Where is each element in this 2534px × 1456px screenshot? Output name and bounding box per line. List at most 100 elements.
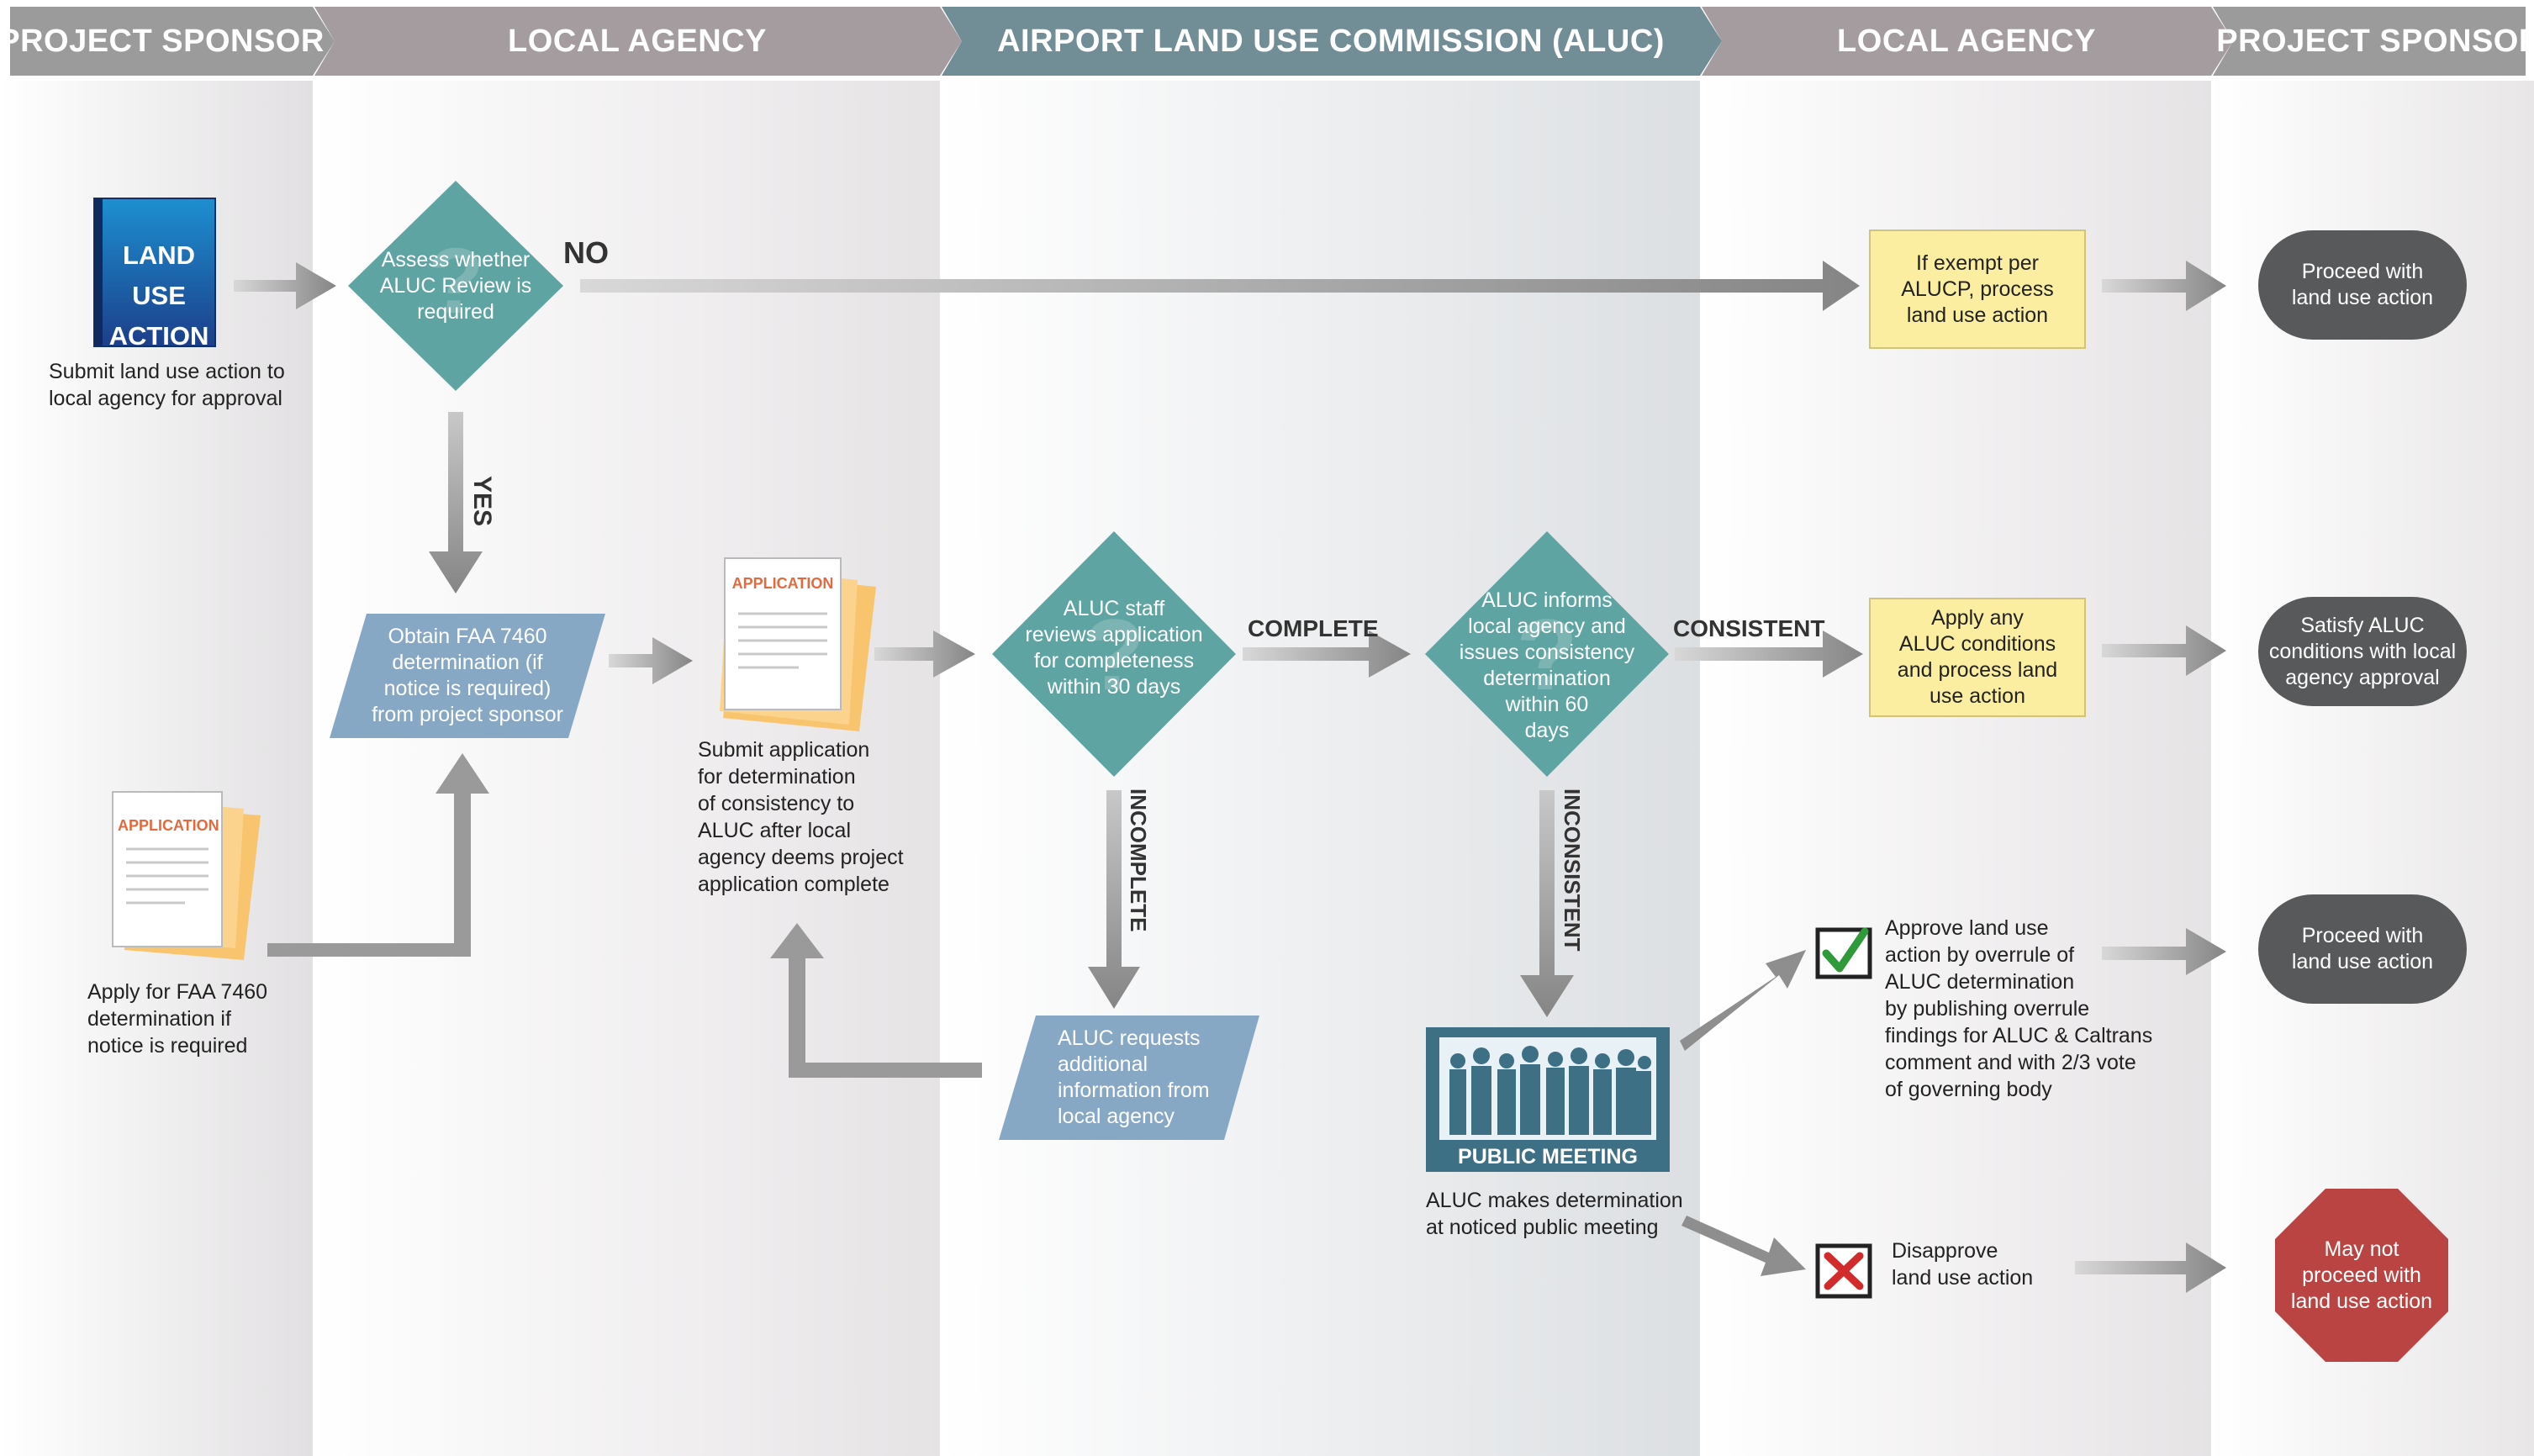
stop-octagon [2275, 1189, 2448, 1362]
label-incomplete: INCOMPLETE [1126, 789, 1151, 932]
document-icon-submit-application [720, 557, 876, 731]
satisfy-line-2: conditions with local [2268, 639, 2457, 663]
consistency-line-4: determination [1483, 667, 1611, 690]
question-mark-icon: ? [1083, 599, 1144, 711]
consistency-text: ALUC informs local agency and issues con… [1438, 583, 1656, 748]
book-title-line-2: ACTION [108, 321, 209, 351]
caption-approve-overrule-line-1: Approve land use [1885, 916, 2049, 940]
caption-approve-overrule-line-6: comment and with 2/3 vote [1885, 1051, 2136, 1074]
review-line-1: ALUC staff [1063, 597, 1165, 620]
public-meeting-label: PUBLIC MEETING [1458, 1144, 1638, 1168]
caption-submit-land-use: Submit land use action to local agency f… [49, 358, 301, 412]
request-line-2: additional [1058, 1052, 1148, 1076]
document-icon-apply-faa [112, 791, 261, 960]
caption-approve-overrule: Approve land use action by overrule of A… [1885, 915, 2196, 1103]
x-mark-icon [1815, 1243, 1872, 1299]
review-line-4: within 30 days [1047, 675, 1181, 699]
satisfy-line-3: agency approval [2285, 665, 2440, 689]
question-mark-icon: ? [427, 229, 483, 333]
proceed-1-text: Proceed with land use action [2258, 230, 2467, 340]
decision-diamond-review-completeness [992, 531, 1236, 777]
box-exempt [1869, 229, 2086, 349]
caption-submit-application-line-5: agency deems project [698, 846, 904, 869]
request-line-4: local agency [1058, 1105, 1175, 1128]
arrow-approve-to-proceed [2102, 928, 2226, 975]
proceed-1-line-2: land use action [2291, 286, 2434, 309]
header-chevron-2 [314, 7, 962, 76]
arrow-complete [1243, 630, 1411, 678]
arrow-meeting-to-approve [1680, 950, 1806, 1051]
obtain-faa-line-3: notice is required) [383, 677, 552, 700]
caption-disapprove-line-1: Disapprove [1892, 1239, 1998, 1263]
header-local-agency-right: LOCAL AGENCY [1837, 23, 2096, 59]
label-inconsistent: INCONSISTENT [1560, 789, 1585, 952]
exempt-line-3: land use action [1906, 303, 2049, 327]
satisfy-line-1: Satisfy ALUC [2300, 613, 2425, 637]
header-project-sponsor-right: PROJECT SPONSOR [2216, 23, 2534, 59]
review-line-2: reviews application [1025, 623, 1203, 646]
caption-submit-application-line-3: of consistency to [698, 792, 855, 815]
proceed-2-text: Proceed with land use action [2258, 894, 2467, 1004]
consistency-line-2: local agency and [1468, 615, 1626, 638]
box-apply-conditions [1869, 598, 2086, 717]
header-chevron-3 [942, 7, 1722, 76]
arrow-inconsistent [1520, 790, 1574, 1017]
consistency-line-3: issues consistency [1459, 641, 1635, 664]
decision-diamond-assess-review [348, 181, 563, 391]
parallelogram-obtain-faa [330, 614, 605, 738]
review-line-3: for completeness [1033, 649, 1195, 673]
header-chevrons [10, 7, 2526, 76]
stop-line-2: proceed with [2302, 1263, 2421, 1287]
arrow-incomplete [1088, 790, 1140, 1009]
proceed-2-line-1: Proceed with [2301, 924, 2424, 947]
arrows [234, 261, 2226, 1293]
exempt-text: If exempt per ALUCP, process land use ac… [1870, 230, 2085, 348]
assess-review-line-3: required [417, 299, 494, 324]
pill-satisfy [2258, 597, 2467, 706]
apply-line-3: and process land [1897, 658, 2058, 682]
caption-submit-application: Submit application for determination of … [698, 736, 942, 898]
assess-review-line-1: Assess whether [381, 247, 531, 272]
arrow-exempt-to-proceed [2102, 261, 2226, 311]
caption-aluc-determination-line-1: ALUC makes determination [1426, 1189, 1683, 1212]
caption-aluc-determination: ALUC makes determination at noticed publ… [1426, 1187, 1703, 1241]
assess-review-line-2: ALUC Review is [379, 273, 532, 298]
obtain-faa-line-1: Obtain FAA 7460 [388, 625, 547, 648]
apply-line-1: Apply any [1931, 606, 2024, 630]
arrow-no [580, 261, 1860, 311]
arrow-consistent [1675, 630, 1863, 678]
apply-line-2: ALUC conditions [1898, 632, 2056, 656]
caption-apply-faa-line-2: determination if [87, 1007, 231, 1031]
arrow-disapprove-to-stop [2075, 1242, 2226, 1293]
arrow-request-back [770, 923, 982, 1078]
book-title-line-1: LAND USE [122, 240, 196, 310]
pill-proceed-2 [2258, 894, 2467, 1004]
caption-approve-overrule-line-7: of governing body [1885, 1078, 2052, 1101]
caption-approve-overrule-line-3: ALUC determination [1885, 970, 2075, 994]
book-title: LAND USE ACTION [103, 235, 215, 356]
caption-disapprove: Disapprove land use action [1892, 1237, 2093, 1291]
stop-line-3: land use action [2290, 1289, 2433, 1313]
header-chevron-5 [2213, 7, 2526, 76]
arrow-book-to-assess [234, 262, 336, 309]
proceed-2-line-2: land use action [2291, 950, 2434, 973]
consistency-line-1: ALUC informs [1481, 588, 1613, 612]
arrow-obtain-to-submit [609, 637, 693, 684]
caption-approve-overrule-line-4: by publishing overrule [1885, 997, 2090, 1021]
arrow-apply-to-satisfy [2102, 625, 2226, 676]
label-complete: COMPLETE [1248, 615, 1379, 641]
public-meeting-icon [1426, 1027, 1670, 1172]
exempt-line-2: ALUCP, process [1901, 277, 2054, 301]
stop-text: May not proceed with land use action [2275, 1189, 2448, 1362]
parallelogram-request-info [999, 1016, 1259, 1140]
caption-disapprove-line-2: land use action [1892, 1266, 2034, 1290]
consistency-line-6: days [1524, 719, 1570, 742]
caption-submit-land-use-line-1: Submit land use action to [49, 360, 285, 383]
caption-apply-faa: Apply for FAA 7460 determination if noti… [87, 979, 306, 1059]
caption-submit-land-use-line-2: local agency for approval [49, 387, 282, 410]
book-icon [93, 198, 216, 347]
assess-review-text: Assess whether ALUC Review is required [362, 244, 550, 328]
arrow-apply-to-obtain [267, 753, 489, 957]
